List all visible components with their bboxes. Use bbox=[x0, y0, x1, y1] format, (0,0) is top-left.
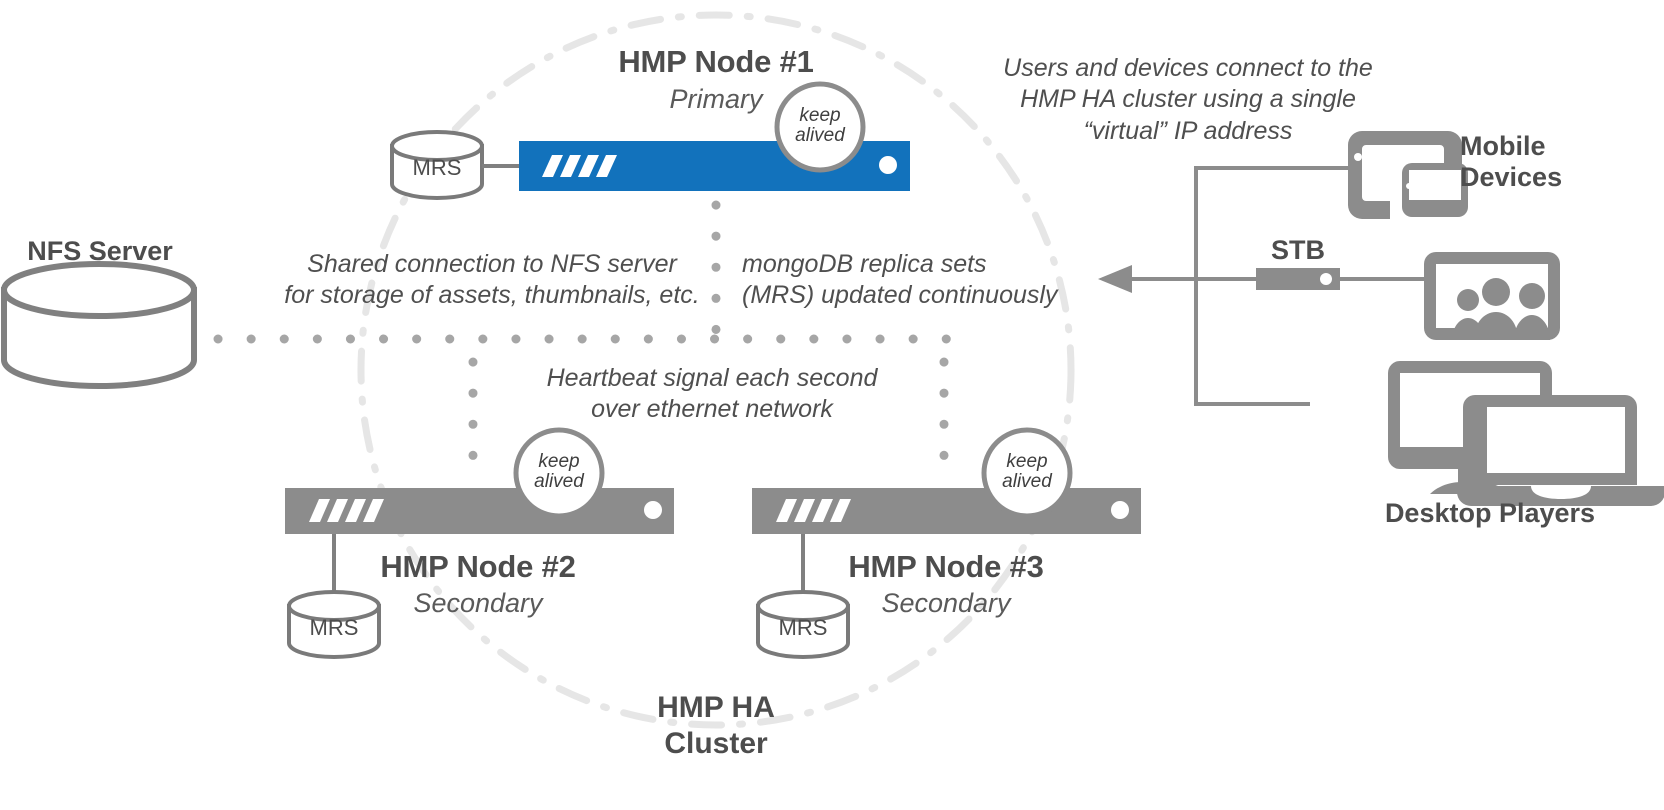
node3-status-led-icon bbox=[1111, 501, 1129, 519]
virtual-ip-line-2: HMP HA cluster using a single bbox=[1020, 85, 1356, 114]
node1-mrs-cylinder bbox=[390, 130, 484, 200]
node1-keepalived-label: keep alived bbox=[777, 106, 863, 146]
hmp-node-2-role: Secondary bbox=[413, 588, 543, 618]
mobile-devices-icon bbox=[1348, 131, 1468, 219]
node3-keepalived-line1: keep bbox=[1006, 451, 1048, 472]
node2-keepalived-badge bbox=[513, 427, 605, 519]
hmp-node-3-role: Secondary bbox=[881, 588, 1011, 618]
virtual-ip-line-3: “virtual” IP address bbox=[1083, 116, 1293, 145]
node2-mrs-cylinder bbox=[287, 590, 381, 659]
node1-vent-slashes-icon bbox=[542, 155, 617, 177]
node2-keepalived-line2: alived bbox=[534, 470, 584, 492]
node3-keepalived-line2: alived bbox=[1002, 470, 1052, 492]
mongo-note-line-1: mongoDB replica sets bbox=[742, 250, 987, 278]
ha-cluster-label-line2: Cluster bbox=[664, 727, 768, 760]
ha-cluster-label: HMP HA Cluster bbox=[566, 690, 866, 762]
node2-status-led-icon bbox=[644, 501, 662, 519]
set-top-box-icon bbox=[1256, 268, 1340, 290]
mongodb-replica-note: mongoDB replica sets (MRS) updated conti… bbox=[742, 249, 1082, 312]
hmp-node-2-title: HMP Node #2 bbox=[380, 549, 576, 584]
node3-keepalived-label: keep alived bbox=[984, 452, 1070, 492]
stb-label: STB bbox=[1271, 235, 1325, 265]
hmp-node-1-title: HMP Node #1 bbox=[618, 44, 814, 79]
node3-vent-slashes-icon bbox=[776, 499, 851, 522]
hmp-node-1-role: Primary bbox=[669, 84, 763, 114]
ha-cluster-boundary-ring bbox=[357, 11, 1075, 729]
virtual-ip-line-1: Users and devices connect to the bbox=[1003, 54, 1373, 82]
client-network-wiring bbox=[1130, 166, 1424, 406]
hmp-node-3-group[interactable] bbox=[752, 427, 1141, 659]
mongo-note-line-2: (MRS) updated continuously bbox=[742, 281, 1058, 310]
nfs-shared-connection-note: Shared connection to NFS server for stor… bbox=[282, 249, 702, 312]
virtual-ip-note: Users and devices connect to the HMP HA … bbox=[958, 53, 1418, 147]
node1-keepalived-badge bbox=[774, 81, 866, 173]
desktop-laptop-icon bbox=[1388, 361, 1664, 506]
mobile-devices-label: Mobile Devices bbox=[1460, 131, 1664, 193]
node1-keepalived-line1: keep bbox=[799, 105, 841, 126]
node1-mrs-label: MRS bbox=[412, 155, 462, 180]
tv-viewers-icon bbox=[1424, 252, 1560, 340]
node3-keepalived-badge bbox=[981, 427, 1073, 519]
hmp-node-3-title: HMP Node #3 bbox=[848, 549, 1044, 584]
hmp-node-1-group[interactable] bbox=[390, 81, 910, 200]
node2-keepalived-label: keep alived bbox=[516, 452, 602, 492]
node2-keepalived-line1: keep bbox=[538, 451, 580, 472]
node1-keepalived-line2: alived bbox=[795, 124, 845, 146]
node2-vent-slashes-icon bbox=[309, 499, 384, 522]
ha-cluster-label-line1: HMP HA bbox=[657, 691, 775, 724]
heartbeat-note-line-1: Heartbeat signal each second bbox=[546, 364, 878, 392]
nfs-note-line-2: for storage of assets, thumbnails, etc. bbox=[284, 281, 700, 310]
desktop-players-label: Desktop Players bbox=[1384, 498, 1596, 528]
heartbeat-note-line-2: over ethernet network bbox=[591, 395, 833, 424]
nfs-server-cylinder bbox=[0, 261, 197, 389]
virtual-ip-arrowhead-icon bbox=[1098, 265, 1132, 293]
node2-mrs-label: MRS bbox=[309, 615, 359, 640]
node3-mrs-cylinder bbox=[756, 590, 850, 659]
node1-status-led-icon bbox=[879, 156, 897, 174]
node2-server-bar[interactable] bbox=[285, 488, 674, 534]
heartbeat-note: Heartbeat signal each second over ethern… bbox=[512, 363, 912, 426]
node3-mrs-label: MRS bbox=[778, 615, 828, 640]
nfs-note-line-1: Shared connection to NFS server bbox=[307, 250, 677, 278]
mobile-devices-label-line1: Mobile bbox=[1460, 131, 1546, 161]
hmp-node-2-group[interactable] bbox=[285, 427, 674, 659]
node3-server-bar[interactable] bbox=[752, 488, 1141, 534]
mobile-devices-label-line2: Devices bbox=[1460, 162, 1563, 193]
nfs-server-label: NFS Server bbox=[27, 236, 173, 266]
